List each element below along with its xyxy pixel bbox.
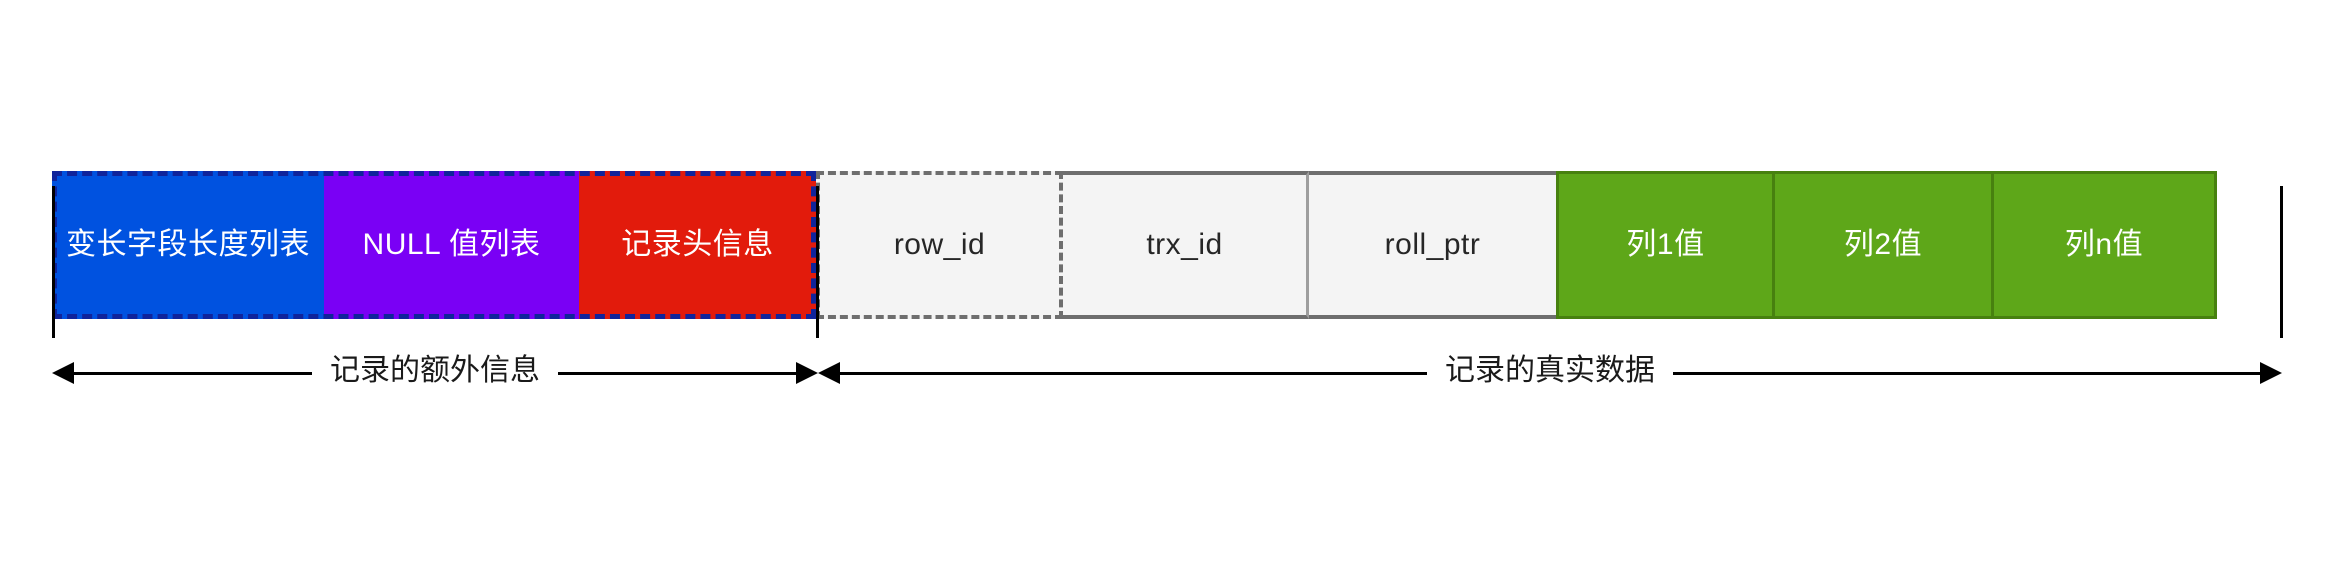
arrow-line-segment: [74, 371, 312, 375]
segment-trx-id: trx_id: [1063, 171, 1309, 319]
arrow-line-segment: [840, 371, 1427, 375]
arrow-line-segment: [558, 371, 796, 375]
segment-row-id: row_id: [816, 171, 1063, 319]
segment-label-column-1-value: 列1值: [1626, 228, 1705, 261]
segment-label-column-n-value: 列n值: [2064, 228, 2144, 261]
segment-record-header-info: 记录头信息: [579, 171, 816, 319]
segment-label-column-2-value: 列2值: [1843, 228, 1923, 261]
segment-variable-length-field-list: 变长字段长度列表: [52, 171, 324, 319]
dimension-arrow-extra-info: 记录的额外信息: [52, 356, 818, 390]
segment-label-record-header-info: 记录头信息: [621, 228, 774, 261]
record-layout-row: 变长字段长度列表 NULL 值列表 记录头信息 row_id trx_id ro…: [52, 171, 2217, 319]
segment-label-null-value-list: NULL 值列表: [362, 228, 541, 261]
arrow-head-left-icon: [52, 362, 74, 384]
arrow-head-right-icon: [2260, 362, 2282, 384]
segment-null-value-list: NULL 值列表: [324, 171, 579, 319]
dimension-arrow-real-data: 记录的真实数据: [818, 356, 2282, 390]
segment-column-n-value: 列n值: [1994, 171, 2217, 319]
segment-label-variable-length-field-list: 变长字段长度列表: [66, 228, 310, 261]
segment-label-roll-ptr: roll_ptr: [1384, 228, 1481, 261]
dimension-label-real-data: 记录的真实数据: [1445, 354, 1655, 387]
segment-label-trx-id: trx_id: [1146, 228, 1223, 261]
segment-column-1-value: 列1值: [1556, 171, 1775, 319]
measure-tick-right: [2280, 186, 2283, 338]
segment-roll-ptr: roll_ptr: [1309, 171, 1556, 319]
segment-label-row-id: row_id: [893, 228, 986, 261]
arrow-head-left-icon: [818, 362, 840, 384]
measure-tick-left: [52, 186, 55, 338]
dimension-label-extra-info: 记录的额外信息: [330, 354, 540, 387]
arrow-head-right-icon: [796, 362, 818, 384]
arrow-line-segment: [1673, 371, 2260, 375]
measure-tick-middle: [816, 186, 819, 338]
segment-column-2-value: 列2值: [1775, 171, 1994, 319]
